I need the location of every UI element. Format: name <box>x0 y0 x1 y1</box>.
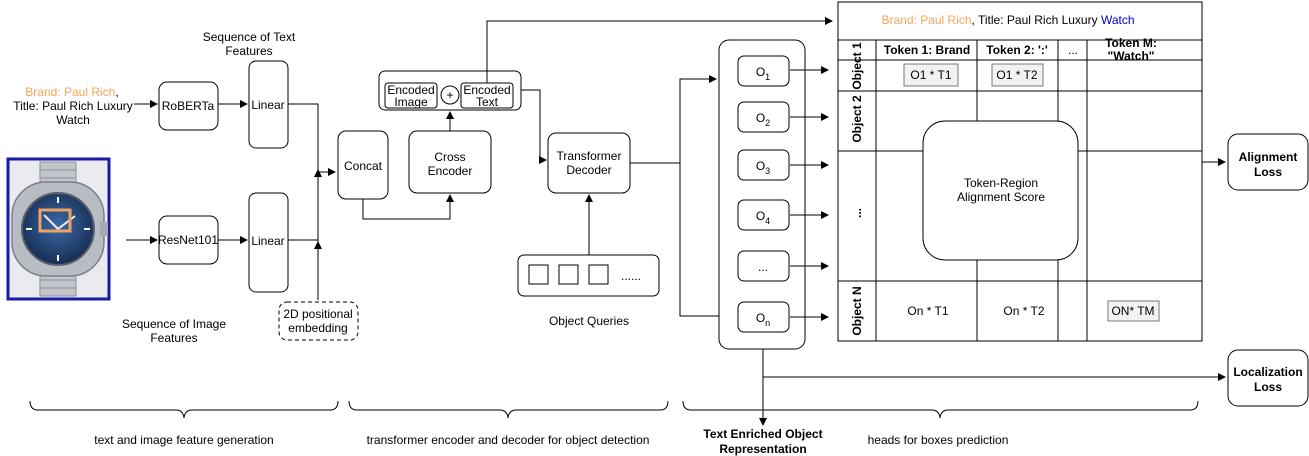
cross-encoder-label-2: Encoder <box>428 164 473 178</box>
object-box-3 <box>737 149 790 181</box>
encoded-image-box <box>384 82 438 109</box>
queries-ellipsis: ...... <box>621 269 641 283</box>
input-brand-text: Brand: Paul Rich <box>25 85 115 99</box>
object-label-4: O4 <box>756 209 770 226</box>
encoded-image-label-2: Image <box>394 95 428 109</box>
linear-bottom-box <box>248 192 289 293</box>
roberta-label: RoBERTa <box>162 99 215 113</box>
alignment-score-label: Token-Region <box>964 176 1038 190</box>
input-text-line1: Brand: Paul Rich, <box>25 85 118 99</box>
positional-embedding-label: 2D positional <box>283 307 352 321</box>
col-header-token-m: Token M: <box>1105 36 1157 50</box>
alignment-score-label-2: Alignment Score <box>957 190 1045 204</box>
transformer-decoder-label: Transformer <box>557 149 622 163</box>
concat-label: Concat <box>344 159 383 173</box>
matrix-caption-watch: Watch <box>1101 13 1135 27</box>
row-header-object-2: Object 2 <box>850 95 864 143</box>
alignment-score-box <box>922 120 1079 261</box>
cell-o1-t1-box <box>903 63 959 87</box>
encoder-arrows <box>362 17 833 220</box>
linear-bottom-label: Linear <box>251 234 284 248</box>
object-label-6: On <box>756 311 770 328</box>
group-label-feature-generation: text and image feature generation <box>94 433 273 447</box>
seq-text-features-label: Sequence of Text <box>203 30 296 44</box>
cross-encoder-label: Cross <box>434 150 465 164</box>
object-label-3: O3 <box>756 159 770 176</box>
object-box-1 <box>737 55 790 87</box>
positional-embedding-box <box>278 301 359 341</box>
cell-on-tm-box <box>1107 300 1160 322</box>
object-box-6 <box>737 301 790 333</box>
seq-image-features-label-2: Features <box>150 331 197 345</box>
object-label-5: ... <box>758 260 768 274</box>
encoded-text-label-2: Text <box>476 95 499 109</box>
roberta-box <box>158 81 219 131</box>
localization-loss-label-2: Loss <box>1254 380 1282 394</box>
cell-on-t2: On * T2 <box>1003 304 1044 318</box>
query-square-3 <box>588 264 609 285</box>
cell-on-tm: ON* TM <box>1111 304 1154 318</box>
text-enriched-representation-label-2: Representation <box>719 442 806 456</box>
matrix-caption-brand: Brand: Paul Rich <box>882 13 972 27</box>
matrix-caption-title: , Title: Paul Rich Luxury <box>972 13 1101 27</box>
plus-node <box>440 85 460 105</box>
localization-loss-label: Localization <box>1233 365 1302 379</box>
object-label-2: O2 <box>756 111 770 128</box>
positional-embedding-label-2: embedding <box>288 321 347 335</box>
query-square-1 <box>528 264 549 285</box>
alignment-loss-label: Alignment <box>1239 150 1298 164</box>
col-header-token-1: Token 1: Brand <box>884 43 970 57</box>
watch-image <box>6 157 111 301</box>
seq-image-features-label: Sequence of Image <box>122 317 226 331</box>
col-header-ellipsis: ... <box>1068 43 1078 57</box>
decoder-arrows <box>585 75 736 320</box>
cell-o1-t2: O1 * T2 <box>996 68 1037 82</box>
alignment-loss-label-2: Loss <box>1254 165 1282 179</box>
query-square-2 <box>558 264 579 285</box>
encoded-image-label: Encoded <box>387 83 434 97</box>
localization-loss-box <box>1227 349 1309 407</box>
input-title-text: Title: Paul Rich Luxury <box>13 99 133 113</box>
object-box-2 <box>737 101 790 133</box>
row-header-object-1: Object 1 <box>850 42 864 90</box>
col-header-token-2: Token 2: ':' <box>986 43 1048 57</box>
plus-label: + <box>446 88 453 102</box>
linear-top-label: Linear <box>251 98 284 112</box>
text-enriched-representation-label: Text Enriched Object <box>703 427 822 441</box>
encoded-text-label: Encoded <box>463 83 510 97</box>
cell-o1-t2-box <box>991 63 1044 87</box>
input-watch-text: Watch <box>56 113 90 127</box>
col-header-token-m-2: "Watch" <box>1108 49 1155 63</box>
resnet-label: ResNet101 <box>158 233 218 247</box>
input-brand-comma: , <box>115 85 118 99</box>
object-box-4 <box>737 199 790 231</box>
group-braces <box>29 400 1199 419</box>
transformer-decoder-label-2: Decoder <box>566 163 611 177</box>
object-queries-label: Object Queries <box>549 314 629 328</box>
alignment-loss-box <box>1227 133 1309 191</box>
cell-on-t1: On * T1 <box>907 304 948 318</box>
row-header-object-n: Object N <box>850 286 864 335</box>
group-label-encoder-decoder: transformer encoder and decoder for obje… <box>367 433 650 447</box>
object-box-5 <box>737 250 790 282</box>
matrix-caption: Brand: Paul Rich, Title: Paul Rich Luxur… <box>882 13 1135 27</box>
object-label-1: O1 <box>756 65 770 82</box>
feature-arrows <box>126 100 336 300</box>
group-label-box-heads: heads for boxes prediction <box>868 433 1009 447</box>
row-header-ellipsis: ... <box>850 208 864 218</box>
seq-text-features-label-2: Features <box>225 44 272 58</box>
cell-o1-t1: O1 * T1 <box>910 68 951 82</box>
